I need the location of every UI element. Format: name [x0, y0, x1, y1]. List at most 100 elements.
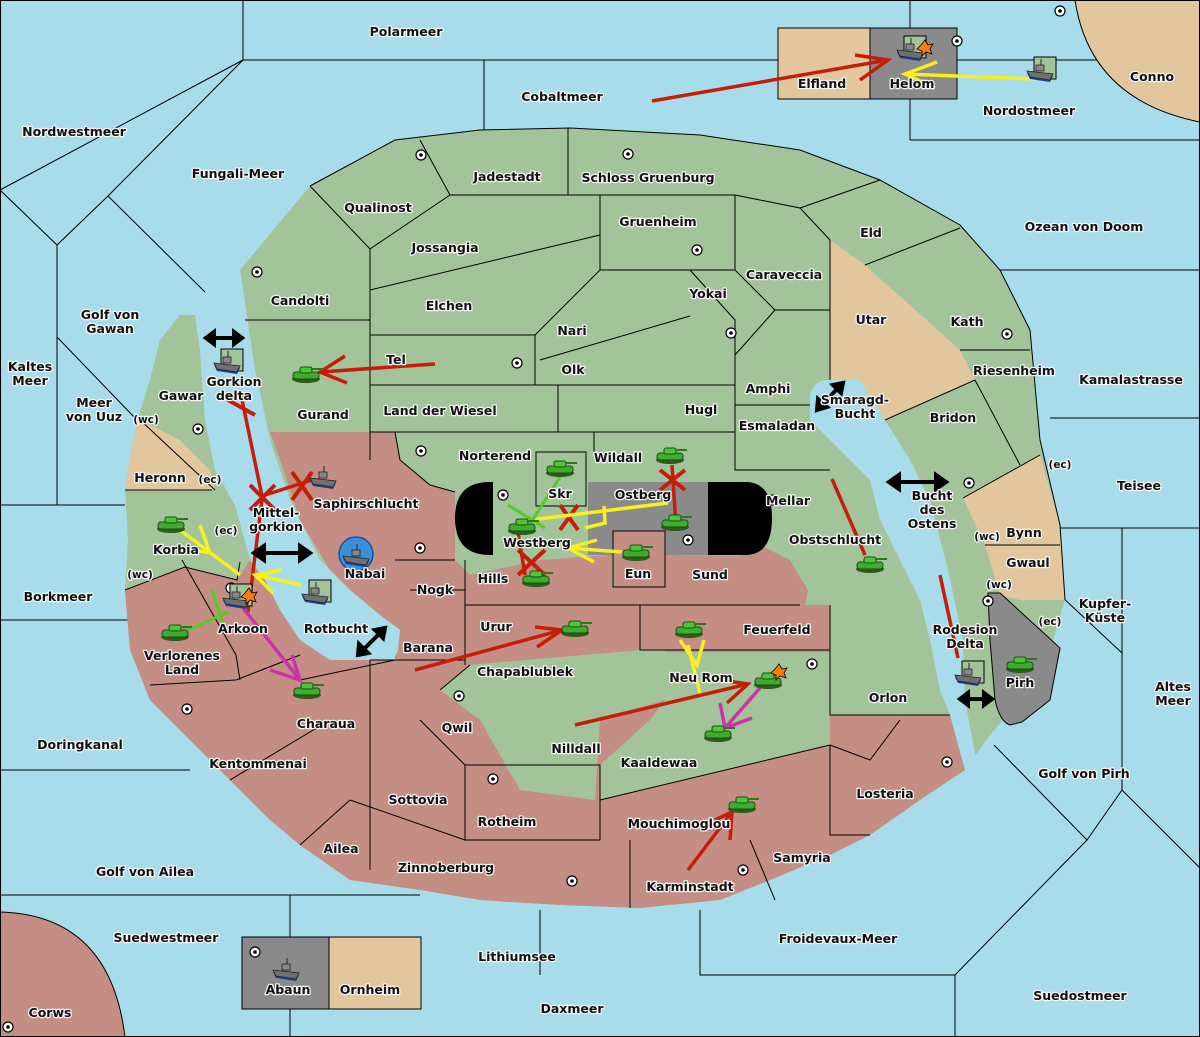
move-arrow-mellar-obst	[830, 478, 867, 556]
label-doringkanal: Doringkanal	[37, 737, 123, 752]
label-feuerfeld: Feuerfeld	[743, 622, 810, 637]
dislodged-burst-icon	[770, 663, 788, 681]
label-mouchimoglou: Mouchimoglou	[628, 816, 731, 831]
label-kamalastrasse: Kamalastrasse	[1079, 372, 1183, 387]
supply-center-icon	[453, 690, 465, 702]
label-amphi: Amphi	[746, 381, 791, 396]
move-arrow-nilldall-neurom	[574, 682, 749, 727]
supply-center-icon	[1001, 328, 1013, 340]
label-yokai: Yokai	[688, 286, 727, 301]
labels-layer: PolarmeerCobaltmeerNordwestmeerFungali-M…	[7, 23, 1193, 1022]
label-nilldall: Nilldall	[551, 741, 600, 756]
label-candolti: Candolti	[271, 293, 330, 308]
channel-east[interactable]	[810, 380, 978, 770]
label-charaua: Charaua	[297, 716, 355, 731]
supply-center-icon	[497, 489, 509, 501]
hold-support-orders	[187, 476, 562, 632]
land-borders	[124, 127, 1066, 908]
supply-center-icon	[511, 357, 523, 369]
failed-orders	[227, 398, 687, 577]
fleet-unit-icon[interactable]	[342, 544, 370, 567]
label-eld: Eld	[860, 225, 882, 240]
label-elfland: Elfland	[798, 76, 846, 91]
fleet-unit-icon[interactable]	[1026, 56, 1057, 82]
label-qualinost: Qualinost	[344, 200, 411, 215]
label-orlon: Orlon	[869, 690, 908, 705]
label-sund: Sund	[692, 567, 728, 582]
army-unit-icon[interactable]	[675, 621, 706, 638]
army-unit-icon[interactable]	[622, 544, 653, 561]
orders-layer	[178, 53, 1035, 872]
land-chapablublek[interactable]	[440, 650, 665, 800]
fleet-unit-icon[interactable]	[896, 35, 927, 61]
land-utar[interactable]	[830, 240, 975, 420]
army-unit-icon[interactable]	[728, 796, 759, 813]
supply-center-icon	[725, 327, 737, 339]
label-lithiumsee: Lithiumsee	[478, 949, 556, 964]
land-conno[interactable]	[1075, 0, 1200, 122]
supply-center-icon	[181, 703, 193, 715]
label-mellar: Mellar	[766, 493, 811, 508]
coast-tag-ec: (ec)	[1039, 616, 1062, 628]
land-ornheim[interactable]	[328, 936, 422, 1010]
dislodged-burst-icon	[240, 587, 258, 605]
army-unit-icon[interactable]	[1006, 656, 1037, 673]
supply-center-icon	[414, 542, 426, 554]
army-unit-icon[interactable]	[661, 514, 692, 531]
label-tel: Tel	[386, 352, 406, 367]
fleet-unit-icon[interactable]	[213, 348, 244, 374]
land-elfland[interactable]	[777, 27, 871, 100]
move-arrow-barana-urur	[414, 628, 563, 672]
army-unit-icon[interactable]	[656, 447, 687, 464]
label-zinnoberburg: Zinnoberburg	[398, 860, 494, 875]
supply-center-icon	[963, 477, 975, 489]
channel-gorkion[interactable]	[195, 270, 400, 660]
label-gurand: Gurand	[297, 407, 349, 422]
label-saphirschlucht: Saphirschlucht	[314, 496, 419, 511]
label-corws: Corws	[29, 1005, 72, 1020]
army-unit-icon[interactable]	[157, 516, 188, 533]
army-unit-icon[interactable]	[508, 518, 539, 535]
label-rotbucht: Rotbucht	[304, 621, 368, 636]
fleet-unit-icon[interactable]	[301, 579, 332, 605]
army-unit-icon[interactable]	[754, 672, 785, 689]
label-sottovia: Sottovia	[389, 792, 448, 807]
coast-tag-ec: (ec)	[215, 525, 238, 537]
dislodged-burst-icon	[916, 39, 934, 57]
label-helom: Helom	[890, 76, 935, 91]
fleet-unit-icon[interactable]	[309, 466, 337, 489]
army-unit-icon[interactable]	[292, 366, 323, 383]
army-unit-icon[interactable]	[522, 570, 553, 587]
army-unit-icon[interactable]	[856, 556, 887, 573]
move-arrow-bucht-rodesion	[938, 574, 960, 659]
army-unit-icon[interactable]	[161, 624, 192, 641]
label-gwaul: Gwaul	[1006, 555, 1049, 570]
land-bynn-gwaul[interactable]	[963, 455, 1065, 600]
fleet-unit-icon[interactable]	[272, 958, 300, 981]
fleet-unit-icon[interactable]	[954, 660, 985, 686]
supply-center-icon	[951, 35, 963, 47]
land-corws[interactable]	[0, 912, 125, 1037]
coast-tag-wc: (wc)	[974, 531, 1000, 543]
army-unit-icon[interactable]	[704, 725, 735, 742]
label-riesenheim: Riesenheim	[973, 363, 1055, 378]
label-borkmeer: Borkmeer	[24, 589, 94, 604]
supply-center-icon	[806, 658, 818, 670]
land-heronn[interactable]	[125, 418, 215, 490]
supply-center-icon	[941, 756, 953, 768]
label-ailea: Ailea	[323, 841, 358, 856]
label-golf-von-ailea: Golf von Ailea	[96, 864, 194, 879]
army-unit-icon[interactable]	[546, 460, 577, 477]
label-nogk: Nogk	[417, 582, 454, 597]
label-kaaldewaa: Kaaldewaa	[621, 755, 698, 770]
label-losteria: Losteria	[856, 786, 913, 801]
double-arrows	[202, 328, 996, 709]
label-korbia: Korbia	[153, 542, 199, 557]
land-korbia[interactable]	[125, 490, 240, 590]
army-unit-icon[interactable]	[561, 620, 592, 637]
army-unit-icon[interactable]	[293, 682, 324, 699]
